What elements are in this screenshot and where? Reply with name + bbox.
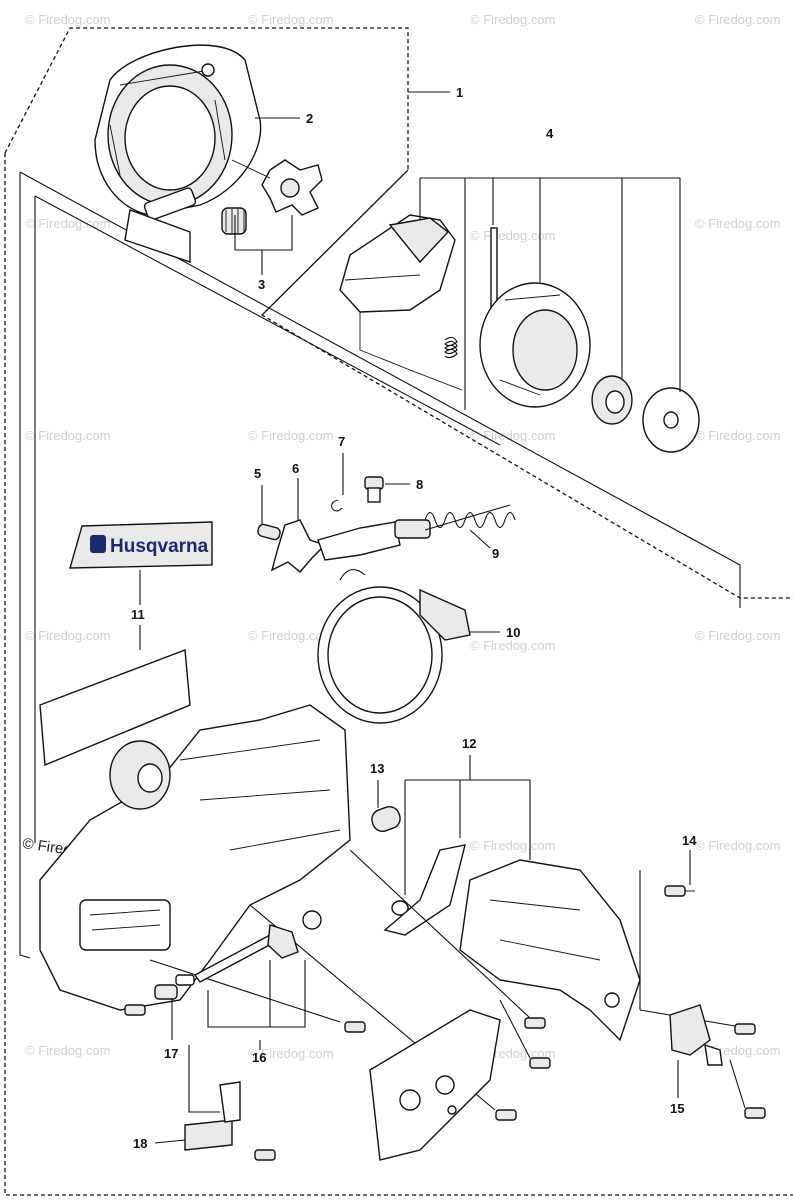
logo-text: Husqvarna	[110, 536, 209, 557]
frame-outer	[19, 171, 741, 959]
part-brake-link	[317, 519, 431, 561]
callout-12: 12	[462, 736, 476, 751]
part-washer	[642, 387, 700, 453]
screw-right	[734, 1023, 756, 1035]
part-side-plate	[369, 1009, 501, 1161]
leader-16	[207, 960, 306, 1028]
part-lever-12	[383, 844, 466, 936]
callout-leaders	[139, 91, 691, 1144]
part-lever-star	[270, 519, 327, 573]
callout-2: 2	[306, 111, 313, 126]
watermark: © Firedog.com	[470, 228, 555, 243]
screw-14	[664, 885, 695, 897]
watermark: © Firedog.com	[248, 1046, 333, 1061]
watermark: © Firedog.com	[695, 428, 780, 443]
part-catcher	[669, 1004, 723, 1066]
crown-icon	[90, 535, 106, 553]
callout-5: 5	[254, 466, 261, 481]
callout-8: 8	[416, 477, 423, 492]
screw-bottom-left	[124, 1004, 146, 1016]
part-bushing	[371, 805, 401, 833]
screw-plate	[495, 1109, 517, 1121]
watermark: © Firedog.com	[695, 216, 780, 231]
watermark: © Firedog.com	[470, 12, 555, 27]
leader-screw-lines	[149, 849, 746, 1111]
watermark: © Firedog.com	[25, 628, 110, 643]
part-pin	[490, 227, 498, 309]
watermark: © Firedog.com	[248, 428, 333, 443]
watermark: © Firedog.com	[248, 12, 333, 27]
part-brake-band	[317, 569, 471, 724]
leader-4	[419, 177, 681, 410]
watermark: © Firedog.com	[25, 216, 110, 231]
part-bracket-18	[184, 1081, 241, 1151]
screw-guard-2	[529, 1057, 551, 1069]
part-washer-12	[391, 900, 409, 916]
callout-14: 14	[682, 833, 697, 848]
part-pin-17	[154, 974, 195, 1000]
part-screw-8	[364, 476, 384, 503]
watermark: © Firedog.com	[25, 12, 110, 27]
part-clutch-drum	[479, 282, 591, 408]
part-crankcase-cover	[39, 704, 351, 1011]
watermark: © Firedog.com	[470, 838, 555, 853]
watermark: © Firedog.com	[25, 1043, 110, 1058]
watermark: © Firedog.com	[470, 428, 555, 443]
callout-labels: 1 2 3 4 5 6 7 8 9 10 11 12 13 14 15 16 1…	[131, 85, 697, 1151]
part-label	[39, 649, 191, 767]
callout-15: 15	[670, 1101, 684, 1116]
callout-10: 10	[506, 625, 520, 640]
watermark: © Firedog.com	[695, 12, 780, 27]
watermark: © Firedog.com	[470, 638, 555, 653]
part-spring-small	[444, 336, 458, 359]
screw-guard-1	[524, 1017, 546, 1029]
part-clip	[331, 499, 343, 512]
part-cover-housing	[94, 44, 262, 263]
callout-3: 3	[258, 277, 265, 292]
part-pin-small	[257, 523, 281, 541]
part-small-sprocket	[221, 207, 247, 235]
part-spring-large	[424, 504, 516, 531]
leader-12	[404, 779, 531, 895]
callout-7: 7	[338, 434, 345, 449]
leader-18	[188, 1045, 220, 1113]
callout-18: 18	[133, 1136, 147, 1151]
screw-right-lower	[744, 1107, 766, 1119]
callout-13: 13	[370, 761, 384, 776]
husqvarna-logo-decal: Husqvarna	[69, 521, 213, 569]
callout-11: 11	[131, 607, 145, 622]
part-star-wheel	[231, 159, 323, 216]
part-shaft-16	[193, 910, 322, 983]
callout-6: 6	[292, 461, 299, 476]
callout-16: 16	[252, 1050, 266, 1065]
watermark: © Firedog.com	[695, 628, 780, 643]
screw-center	[344, 1021, 366, 1033]
watermark: © Firedog.com	[25, 428, 110, 443]
part-brake-handle	[339, 214, 463, 391]
frame-inner	[34, 195, 501, 843]
watermark: © Firedog.com	[248, 628, 333, 643]
callout-9: 9	[492, 546, 499, 561]
callout-4: 4	[546, 126, 554, 141]
screw-18	[254, 1149, 276, 1161]
watermark: © Firedog.com	[695, 838, 780, 853]
part-chain-guard	[459, 859, 641, 1042]
callout-17: 17	[164, 1046, 178, 1061]
part-sprocket-rim	[591, 375, 633, 425]
callout-1: 1	[456, 85, 463, 100]
group-boundary-4	[261, 169, 409, 316]
